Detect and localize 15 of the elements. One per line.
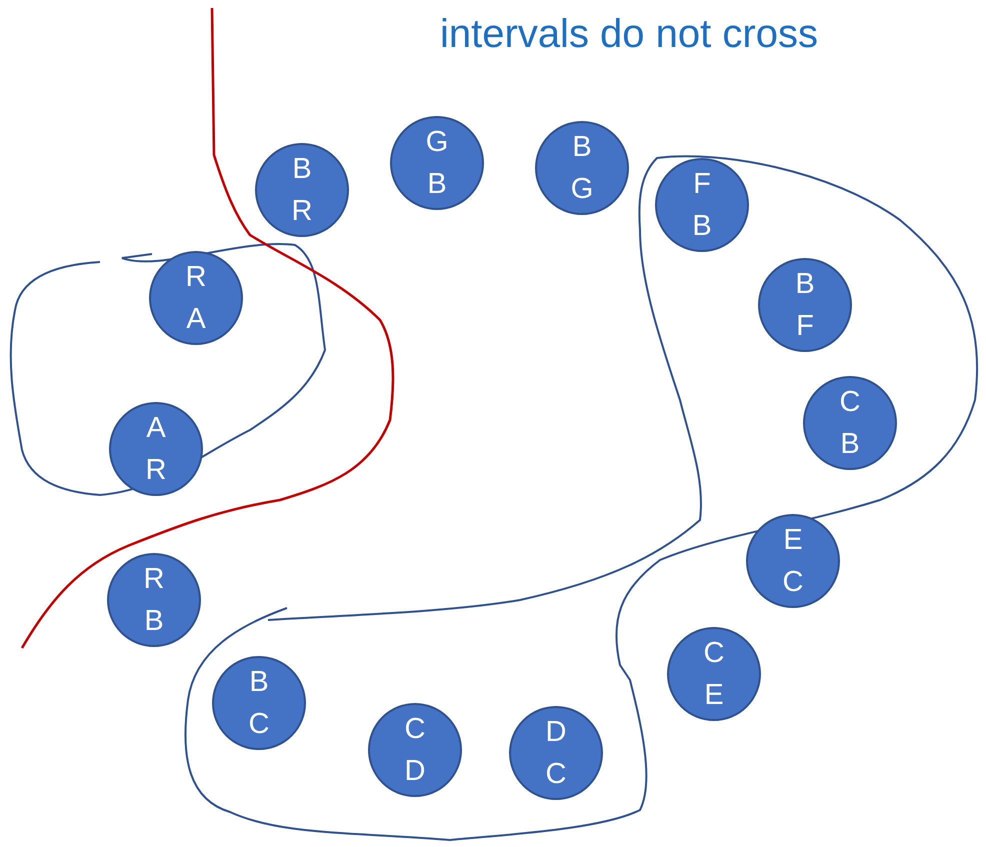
node-label: B C — [248, 664, 270, 742]
node-label: C D — [404, 712, 426, 789]
title: intervals do not cross — [440, 12, 818, 57]
node-label: G B — [424, 124, 450, 202]
node-label: B G — [570, 130, 594, 207]
node-label: D C — [544, 714, 568, 792]
node-label: R A — [184, 260, 208, 337]
node-label: F B — [691, 166, 713, 244]
node-label: B R — [290, 152, 314, 229]
node-label: B F — [794, 266, 816, 344]
node-label: C B — [838, 384, 862, 462]
node-label: R B — [142, 562, 166, 639]
node-label: C E — [702, 636, 726, 713]
node-label: A R — [144, 410, 168, 488]
node-label: E C — [782, 522, 804, 600]
